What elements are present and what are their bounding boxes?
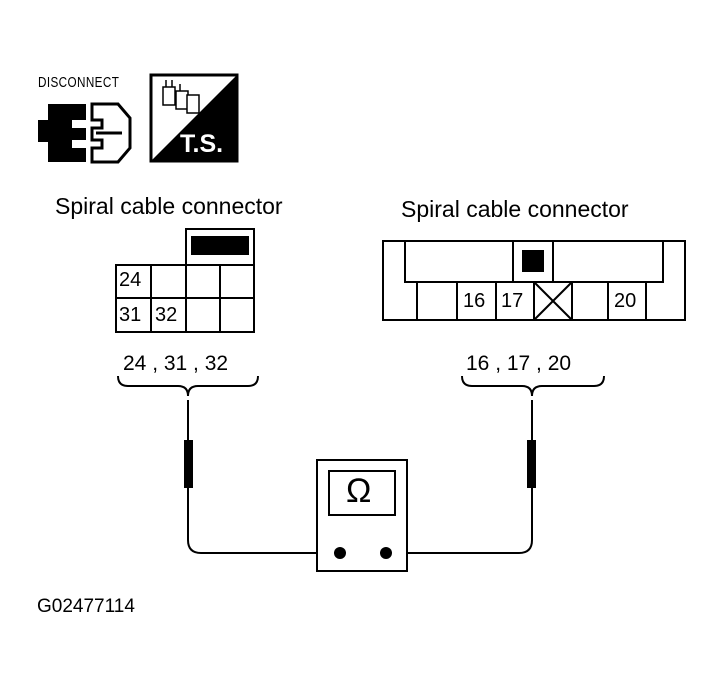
left-pins-label: 24 , 31 , 32 — [123, 352, 229, 375]
ohmmeter-icon — [316, 459, 408, 572]
right-cell-16: 16 — [463, 290, 486, 312]
disconnect-connector-icon — [38, 102, 132, 164]
left-connector-title: Spiral cable connector — [55, 193, 283, 219]
ohm-symbol: Ω — [346, 472, 372, 510]
left-cell-24: 24 — [119, 269, 142, 291]
right-cell-20: 20 — [614, 290, 637, 312]
right-probe — [527, 400, 536, 520]
right-connector-title: Spiral cable connector — [401, 196, 629, 222]
ts-label: T.S. — [180, 130, 224, 158]
lead-wires — [187, 520, 533, 554]
right-pin-brace — [461, 375, 605, 397]
disconnect-label: DISCONNECT — [38, 74, 120, 91]
left-cell-32: 32 — [155, 304, 178, 326]
figure-code: G02477114 — [37, 596, 135, 617]
left-cell-31: 31 — [119, 304, 142, 326]
left-connector-diagram — [115, 228, 255, 333]
left-pin-brace — [117, 375, 259, 397]
right-cell-17: 17 — [501, 290, 524, 312]
tester-ts-icon — [149, 73, 239, 163]
right-connector-diagram — [382, 240, 686, 321]
left-probe — [184, 400, 193, 520]
right-pins-label: 16 , 17 , 20 — [466, 352, 572, 375]
